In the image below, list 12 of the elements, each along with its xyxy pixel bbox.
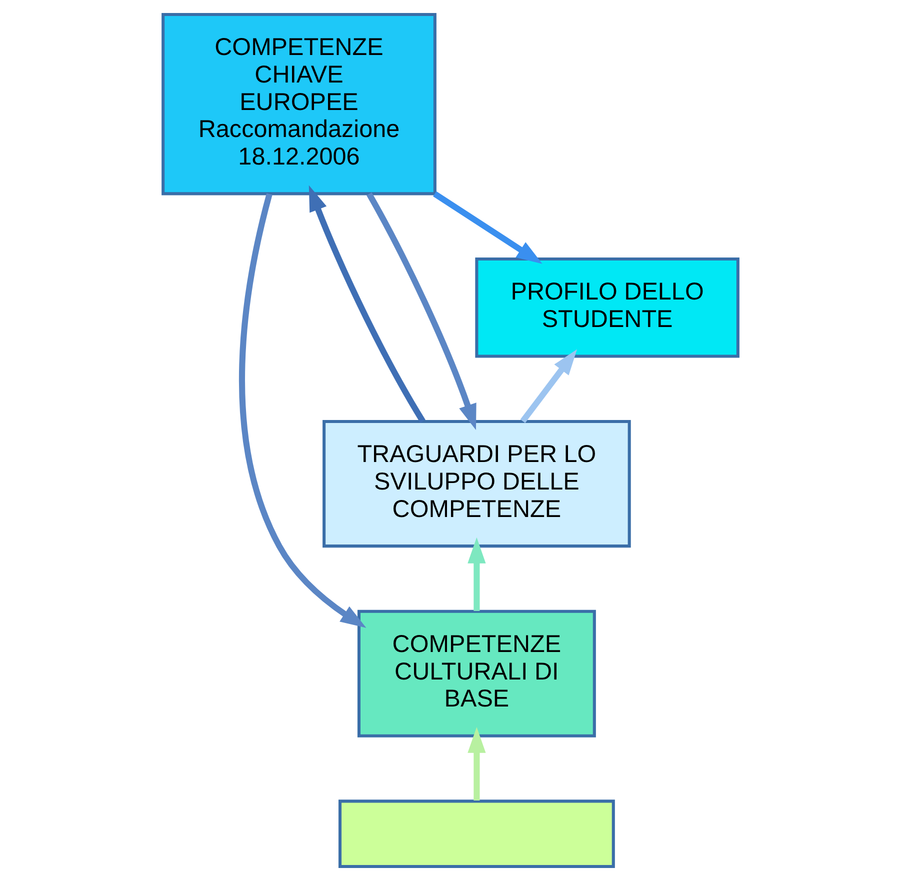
arrow bbox=[239, 193, 366, 628]
node-box: TRAGUARDI PER LO SVILUPPO DELLE COMPETENZE bbox=[322, 420, 631, 548]
arrow bbox=[468, 726, 486, 801]
node-box: COMPETENZE CHIAVE EUROPEE Raccomandazione 18.12.2006 bbox=[162, 12, 436, 196]
arrow bbox=[366, 192, 476, 430]
arrow bbox=[520, 349, 578, 424]
arrow bbox=[308, 185, 426, 423]
node-box: COMPETENZE CULTURALI DI BASE bbox=[357, 610, 596, 738]
node-box: PROFILO DELLO STUDENTE bbox=[475, 258, 740, 358]
arrow bbox=[433, 191, 542, 264]
arrow bbox=[468, 537, 486, 611]
node-box bbox=[338, 800, 615, 868]
